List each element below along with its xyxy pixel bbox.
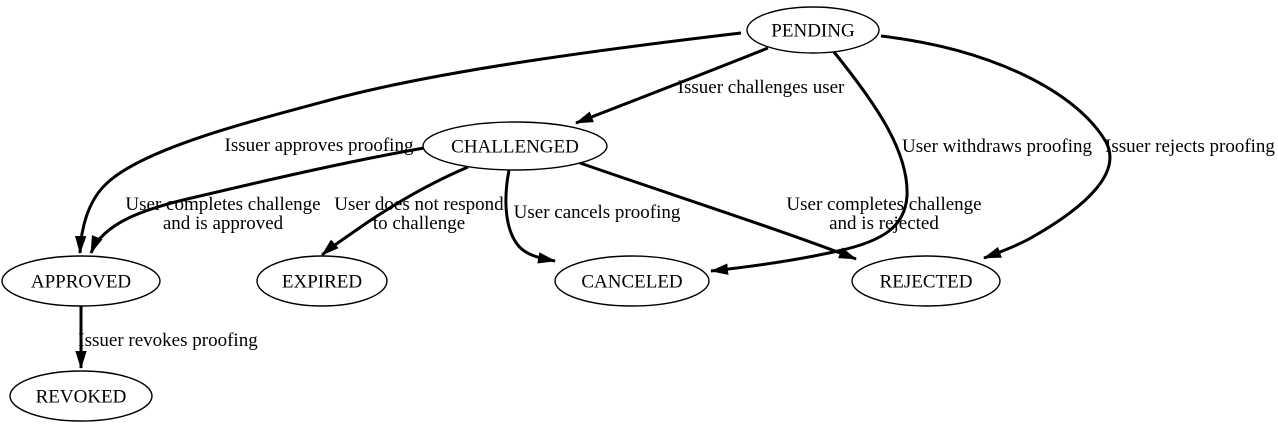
node-label-rejected: REJECTED <box>880 272 973 293</box>
edge-label-pending-rejected: Issuer rejects proofing <box>1105 136 1275 157</box>
edge-pending-rejected <box>880 34 1112 260</box>
edge-challenged-rejected <box>579 161 857 261</box>
edge-line-challenged-canceled <box>504 169 556 264</box>
edge-label-challenged-rejected-line1: User completes challenge <box>786 194 981 215</box>
node-pending: PENDING <box>746 6 880 54</box>
node-label-approved: APPROVED <box>31 272 131 293</box>
edge-challenged-approved <box>89 146 425 254</box>
edge-line-challenged-rejected <box>579 161 857 261</box>
edge-line-pending-rejected <box>880 34 1112 260</box>
edge-label-challenged-rejected-line2: and is rejected <box>829 213 939 234</box>
node-expired: EXPIRED <box>256 255 388 307</box>
edge-line-pending-canceled <box>710 51 909 275</box>
edge-label-pending-challenged: Issuer challenges user <box>678 77 845 98</box>
edge-pending-challenged <box>575 46 769 125</box>
edge-pending-canceled <box>710 51 909 275</box>
node-canceled: CANCELED <box>554 255 710 307</box>
edge-line-pending-approved <box>74 31 742 254</box>
edge-line-pending-challenged <box>575 46 769 125</box>
node-ellipse-expired <box>256 255 388 307</box>
node-rejected: REJECTED <box>851 255 1001 307</box>
node-label-expired: EXPIRED <box>282 272 362 293</box>
node-approved: APPROVED <box>1 255 161 307</box>
edge-label-challenged-approved-line1: User completes challenge <box>125 194 320 215</box>
node-label-pending: PENDING <box>771 21 855 42</box>
node-revoked: REVOKED <box>9 370 153 422</box>
edge-label-challenged-expired-line1: User does not respond <box>334 194 504 215</box>
node-ellipse-rejected <box>851 255 1001 307</box>
node-ellipse-approved <box>1 255 161 307</box>
edge-label-pending-canceled: User withdraws proofing <box>902 136 1092 157</box>
node-ellipse-canceled <box>554 255 710 307</box>
node-ellipse-revoked <box>9 370 153 422</box>
edge-pending-approved <box>74 31 742 254</box>
node-label-challenged: CHALLENGED <box>451 137 579 158</box>
edge-label-challenged-approved-line2: and is approved <box>163 213 284 234</box>
edge-line-challenged-expired <box>321 165 469 257</box>
edge-line-challenged-approved <box>89 146 425 254</box>
edge-label-approved-revoked: Issuer revokes proofing <box>78 330 258 351</box>
node-ellipse-challenged <box>422 121 608 171</box>
edge-label-pending-approved: Issuer approves proofing <box>225 135 414 156</box>
edge-challenged-expired <box>321 165 469 257</box>
node-ellipse-pending <box>746 6 880 54</box>
edge-layer <box>74 31 1112 369</box>
edge-challenged-canceled <box>504 169 556 264</box>
node-challenged: CHALLENGED <box>422 121 608 171</box>
node-label-revoked: REVOKED <box>36 387 127 408</box>
edge-label-challenged-expired-line2: to challenge <box>373 213 465 234</box>
node-layer: PENDING CHALLENGED APPROVED EXPIRED CANCELED… <box>1 6 1001 422</box>
node-label-canceled: CANCELED <box>581 272 682 293</box>
edge-label-challenged-canceled: User cancels proofing <box>514 202 681 223</box>
